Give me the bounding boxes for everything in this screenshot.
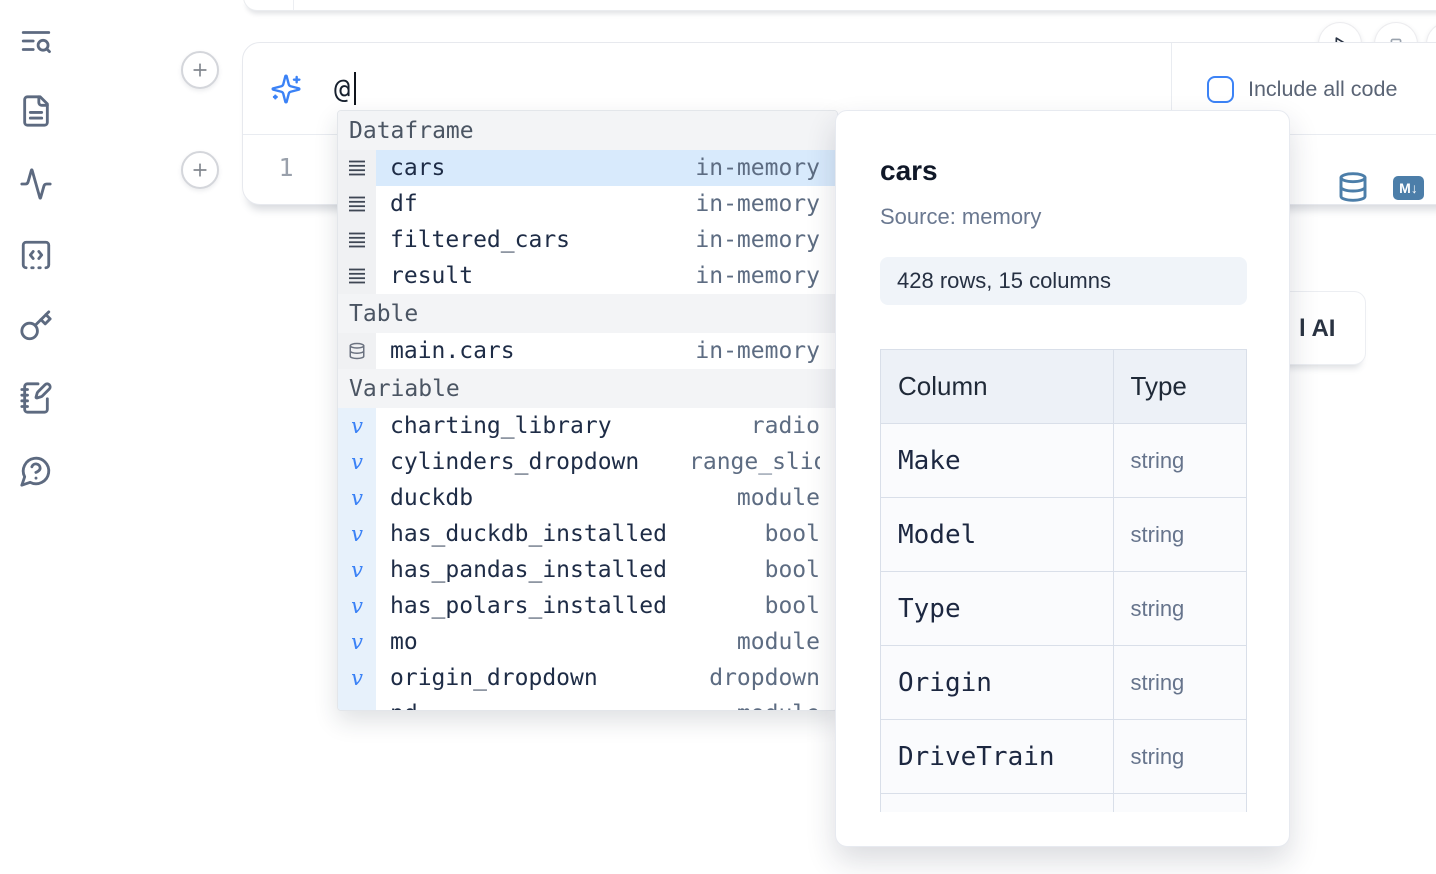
divider [293,0,294,10]
variable-icon: v [351,450,363,474]
type-header: Type [1112,349,1247,424]
dataframe-icon [349,268,365,284]
dataframe-preview-panel: cars Source: memory 428 rows, 15 columns… [835,110,1290,847]
table-database-icon [349,342,365,360]
schema-table: Column Type Make string Model string Typ… [880,349,1247,812]
preview-source: Source: memory [880,204,1042,229]
preview-summary-badge: 428 rows, 15 columns [880,257,1247,305]
line-number: 1 [278,153,294,182]
dataframe-icon [349,196,365,212]
variable-icon: v [351,594,363,618]
plus-icon [193,63,207,77]
variable-icon: v [351,558,363,582]
section-header-table: Table [338,294,837,333]
table-row: DriveTrain string [880,719,1247,794]
variable-icon: v [351,702,363,710]
section-header-dataframe: Dataframe [338,111,837,150]
variable-icon: v [351,522,363,546]
prompt-options: Include all code [1171,43,1436,134]
file-document-icon[interactable] [17,92,55,130]
table-row: Type string [880,571,1247,646]
text-search-icon[interactable] [17,22,55,60]
snippets-code-icon[interactable] [17,236,55,274]
variable-icon: v [351,666,363,690]
activity-icon[interactable] [17,165,55,203]
add-cell-below-button[interactable] [181,151,219,189]
scratchpad-notebook-icon[interactable] [17,379,55,417]
dataframe-icon [349,232,365,248]
dataframe-icon [349,160,365,176]
section-header-variable: Variable [338,369,837,408]
key-icon[interactable] [17,307,55,345]
schema-table-wrapper: Column Type Make string Model string Typ… [880,349,1248,812]
table-row: Model string [880,497,1247,572]
variable-icon: v [351,486,363,510]
add-cell-above-button[interactable] [181,51,219,89]
table-row: Make string [880,423,1247,498]
database-icon[interactable] [1337,171,1369,203]
include-all-code-label: Include all code [1248,76,1398,101]
ai-button-label: l AI [1299,315,1336,342]
sparkles-ai-icon [271,74,301,104]
include-all-code-checkbox[interactable] [1207,76,1234,103]
preview-title: cars [880,155,938,186]
plus-icon [193,163,207,177]
previous-cell-edge [243,0,1436,11]
variable-icon: v [351,630,363,654]
table-row-clipped [880,793,1247,812]
text-cursor [354,72,356,105]
help-chat-icon[interactable] [17,452,55,490]
ai-prompt-row: @ Include all code [243,43,1436,135]
markdown-icon[interactable]: M↓ [1393,176,1424,200]
autocomplete-item-pd-clipped[interactable]: v pdmodule [338,696,837,710]
table-row: Origin string [880,645,1247,720]
column-header: Column [880,349,1114,424]
ai-prompt-input[interactable]: @ [334,74,351,105]
variable-icon: v [351,414,363,438]
